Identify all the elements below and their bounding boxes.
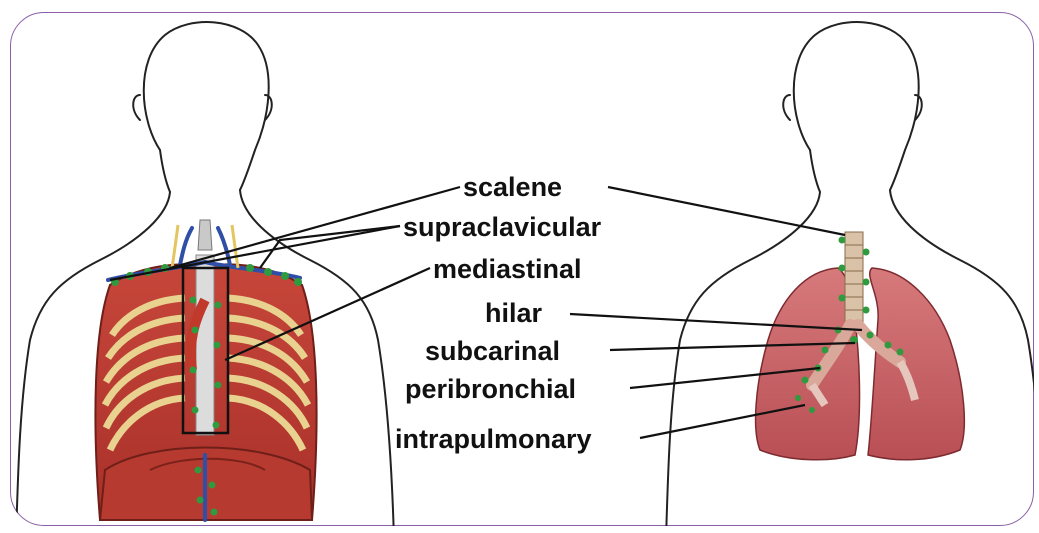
leader-supraclavicular-b (260, 226, 400, 268)
left-figure (16, 22, 394, 533)
label-subcarinal: subcarinal (425, 336, 560, 366)
trachea (845, 232, 863, 327)
label-hilar: hilar (485, 298, 543, 328)
left-lung (868, 268, 964, 460)
label-mediastinal: mediastinal (433, 254, 582, 284)
label-supraclavicular: supraclavicular (403, 212, 602, 242)
label-intrapulmonary: intrapulmonary (395, 424, 592, 454)
label-peribronchial: peribronchial (405, 374, 576, 404)
right-figure (666, 22, 1039, 533)
leader-scalene-right (608, 187, 845, 235)
label-scalene: scalene (463, 172, 562, 202)
